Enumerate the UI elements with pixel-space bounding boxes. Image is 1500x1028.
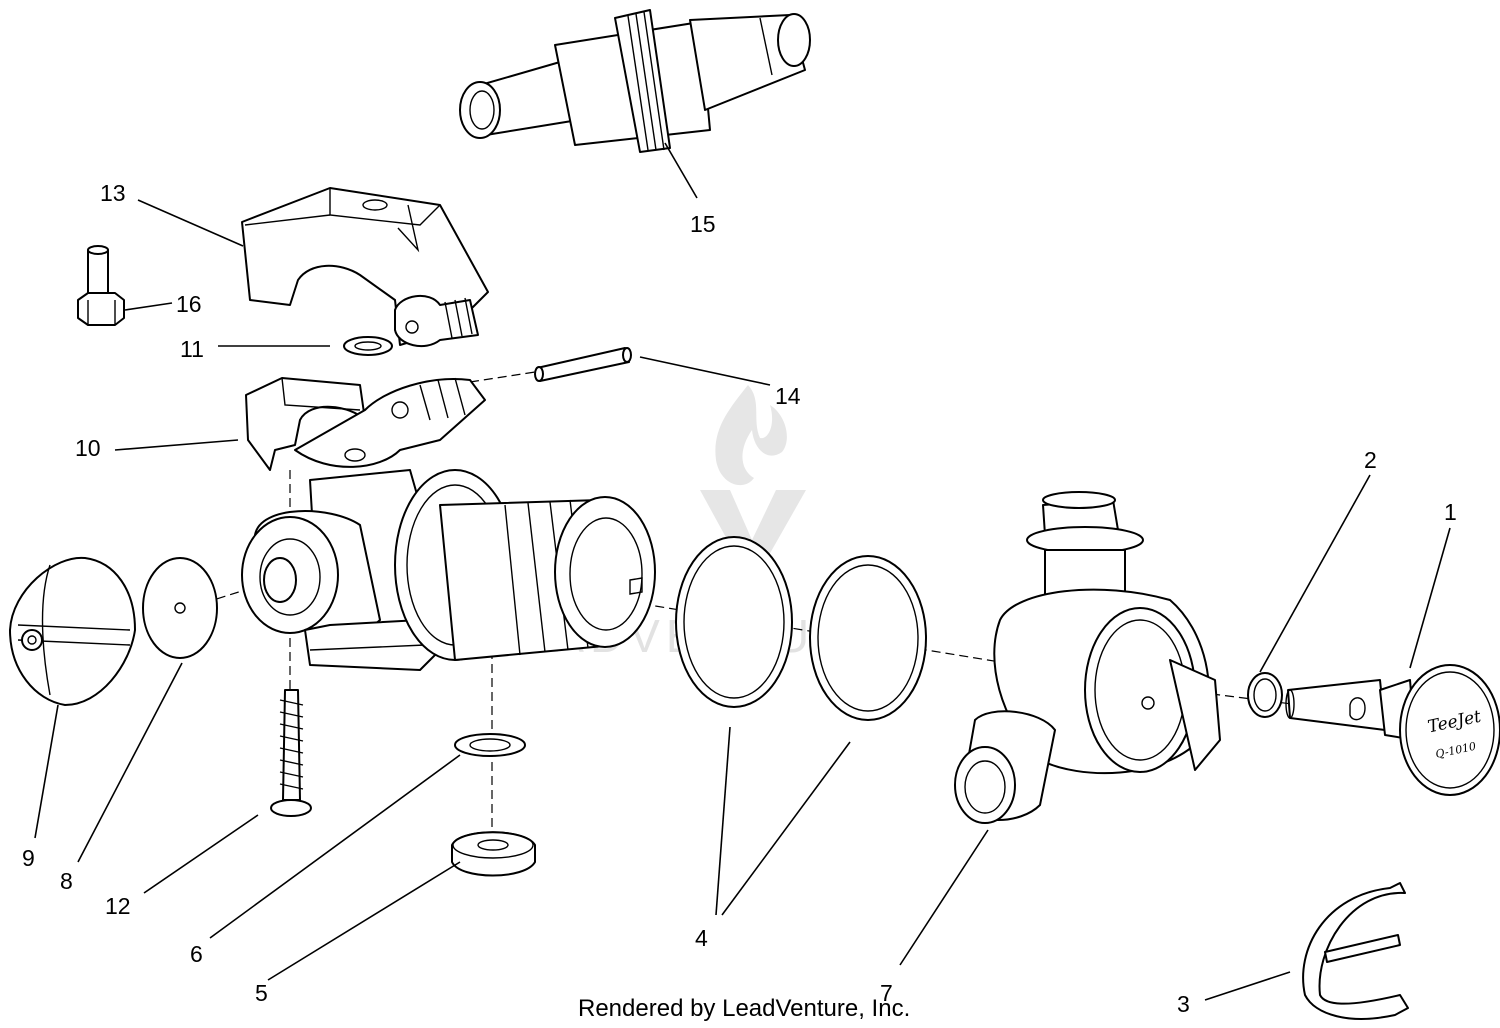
callout-4: 4 xyxy=(695,925,708,951)
retaining-clip-3 xyxy=(1302,882,1409,1020)
callout-2: 2 xyxy=(1364,447,1377,473)
diaphragm-8 xyxy=(142,557,218,659)
hose-barb-fitting-15 xyxy=(459,9,811,153)
leader-lines xyxy=(34,142,1451,1001)
callout-15: 15 xyxy=(690,211,716,237)
callout-7: 7 xyxy=(880,980,893,1006)
callout-11: 11 xyxy=(180,336,204,362)
washer-11 xyxy=(343,336,393,356)
callout-10: 10 xyxy=(75,435,101,461)
callout-3: 3 xyxy=(1177,991,1190,1017)
o-ring-2 xyxy=(1247,672,1283,718)
bolt-16 xyxy=(77,245,125,326)
cap-9 xyxy=(9,556,136,706)
callout-labels: 1 2 3 4 5 6 7 8 9 10 11 12 13 14 15 16 xyxy=(22,180,1457,1017)
nozzle-cap-1: TeeJet Q-1010 xyxy=(1285,664,1500,796)
o-ring-4b xyxy=(809,555,927,721)
callout-16: 16 xyxy=(176,291,202,317)
callout-14: 14 xyxy=(775,383,801,409)
callout-6: 6 xyxy=(190,941,203,967)
o-ring-4a xyxy=(675,536,793,708)
callout-8: 8 xyxy=(60,868,73,894)
callout-9: 9 xyxy=(22,845,35,871)
screw-12 xyxy=(270,689,312,817)
callout-1: 1 xyxy=(1444,499,1457,525)
nut-5 xyxy=(451,831,536,877)
render-credit: Rendered by LeadVenture, Inc. xyxy=(578,995,910,1022)
upper-clamp-13 xyxy=(241,187,489,348)
washer-6 xyxy=(454,733,526,757)
callout-13: 13 xyxy=(100,180,126,206)
valve-body-10 xyxy=(241,377,656,671)
callout-12: 12 xyxy=(105,893,131,919)
callout-5: 5 xyxy=(255,980,268,1006)
pin-14 xyxy=(534,347,632,382)
nozzle-body-7 xyxy=(954,491,1221,824)
